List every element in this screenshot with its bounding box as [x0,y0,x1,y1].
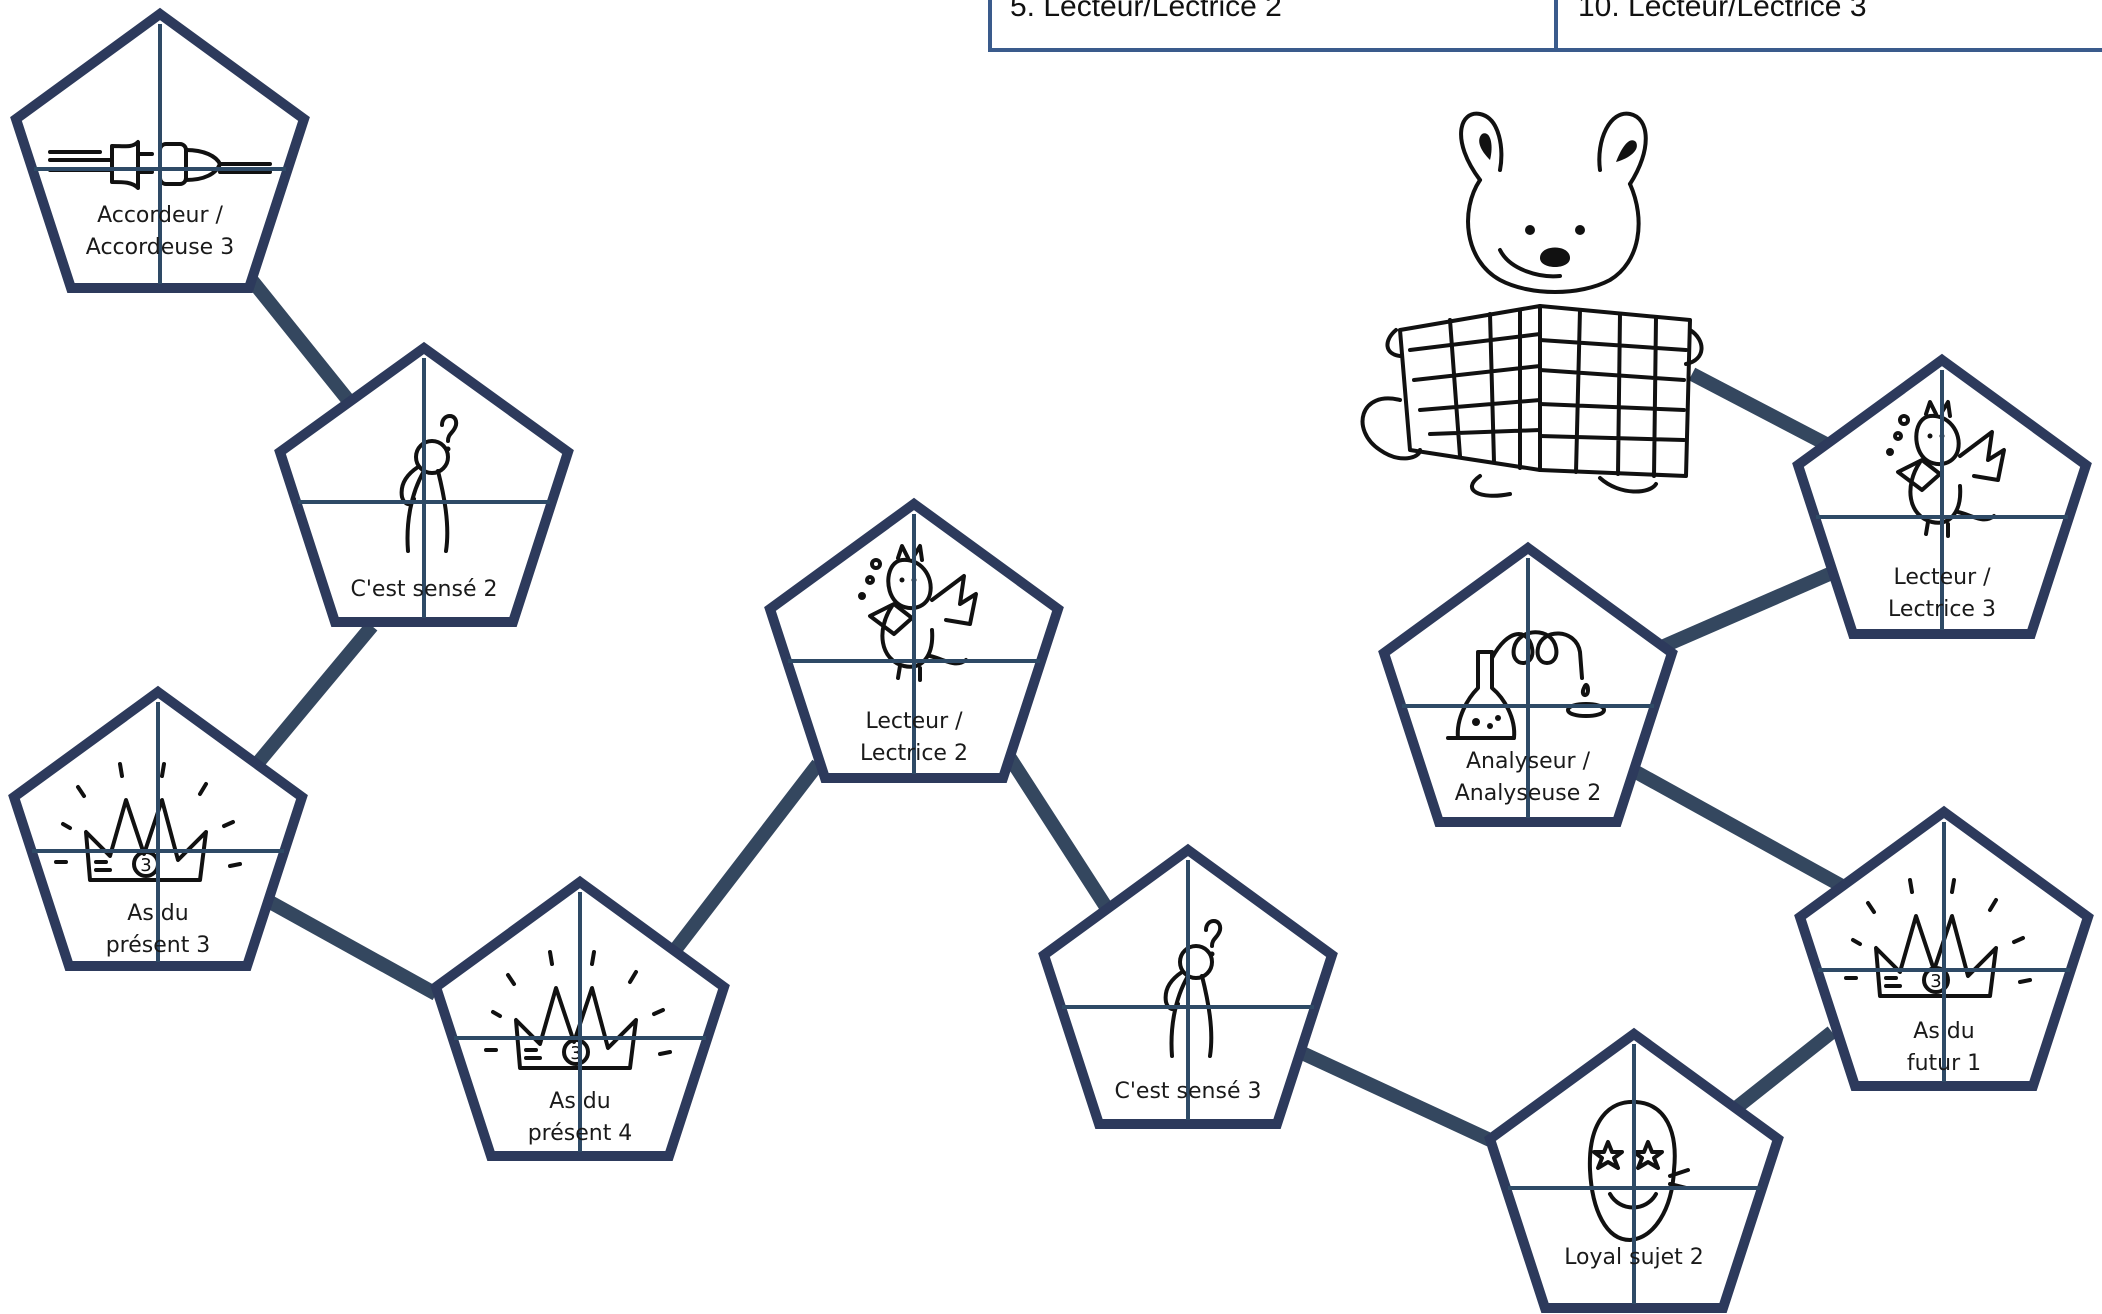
map-reading-creature-icon [1360,111,1704,498]
node-label-line2: futur 1 [1907,1051,1981,1076]
connector [1688,367,1830,451]
connector [1297,1045,1493,1147]
legend-cell-right: 10. Lecteur/Lectrice 3 [1578,0,1867,23]
connector [1632,765,1846,893]
skill-node-loyal-sujet-2[interactable]: Loyal sujet 2 [1484,1027,1784,1313]
node-label-line2: Accordeuse 3 [86,235,234,260]
node-label-line1: C'est sensé 3 [1115,1079,1262,1104]
skill-node-accordeur-3[interactable]: Accordeur / Accordeuse 3 [10,7,310,293]
skill-node-lecteur-2[interactable]: Lecteur / Lectrice 2 [764,497,1064,783]
connector [246,621,378,775]
connectors [244,273,1846,1147]
skill-node-as-futur-1[interactable]: As du futur 1 [1794,805,2094,1091]
connector [1004,754,1114,914]
connector [666,759,824,959]
node-label-line1: As du [1913,1019,1974,1044]
node-label-line2: Lectrice 3 [1888,597,1996,622]
skill-node-cest-sense-2[interactable]: C'est sensé 2 [274,341,574,627]
legend-cell-left: 5. Lecteur/Lectrice 2 [1010,0,1282,23]
node-label-line2: Analyseuse 2 [1455,781,1602,806]
node-label-line1: As du [127,901,188,926]
node-label-line2: présent 4 [528,1121,633,1146]
node-label-line2: Lectrice 2 [860,741,968,766]
connector [1731,1026,1837,1114]
skill-node-as-present-4[interactable]: As du présent 4 [430,875,730,1161]
node-label-line1: Analyseur / [1466,749,1591,774]
connector [266,895,440,1001]
node-label-line1: Lecteur / [865,709,963,734]
connector [244,273,354,405]
node-label-line1: C'est sensé 2 [351,577,498,602]
connector [1661,565,1837,653]
node-label-line1: Lecteur / [1893,565,1991,590]
node-label-line2: présent 3 [106,933,211,958]
node-label-line1: Accordeur / [97,203,223,228]
legend-table: 5. Lecteur/Lectrice 2 10. Lecteur/Lectri… [988,0,2102,52]
skill-node-lecteur-3[interactable]: Lecteur / Lectrice 3 [1792,353,2092,639]
skill-node-analyseur-2[interactable]: Analyseur / Analyseuse 2 [1378,541,1678,827]
node-label-line1: Loyal sujet 2 [1564,1245,1704,1270]
skill-node-as-present-3[interactable]: As du présent 3 [8,685,308,971]
node-label-line1: As du [549,1089,610,1114]
skill-node-cest-sense-3[interactable]: C'est sensé 3 [1038,843,1338,1129]
